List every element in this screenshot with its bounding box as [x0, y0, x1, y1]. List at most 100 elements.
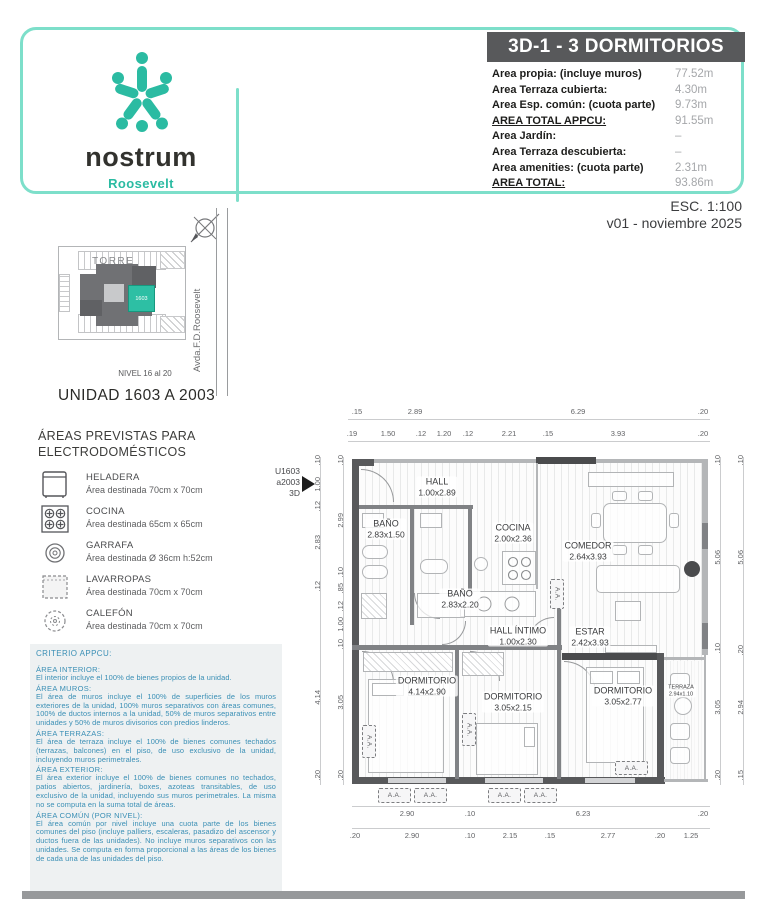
dim: .20: [349, 831, 361, 840]
area-label: Area Jardín:: [492, 130, 557, 143]
dim: .20: [654, 831, 666, 840]
room-name: DORMITORIO: [483, 691, 543, 702]
stove-burners-icon: [507, 556, 532, 581]
area-label-total: AREA TOTAL:: [492, 177, 566, 190]
wall-bedroom2-3-divider: [557, 591, 561, 779]
dim: .12: [313, 581, 322, 592]
ac-unit-box: A.A.: [462, 713, 476, 746]
appliance-desc: Área destinada Ø 36cm h:52cm: [86, 553, 213, 563]
appliance-item: HELADERA Área destinada 70cm x 70cm: [38, 470, 278, 500]
ac-unit-box: A.A.: [550, 579, 564, 609]
wall-hall-bottom: [359, 505, 473, 509]
street-line: [216, 208, 217, 396]
dim: 2.89: [407, 407, 423, 416]
area-label: Area Terraza cubierta:: [492, 83, 608, 96]
wall-right-column: [702, 523, 708, 549]
page-edge-strip: [22, 891, 745, 899]
window-sill: [485, 778, 543, 783]
room-name: COCINA: [495, 522, 531, 533]
brand-divider: [236, 88, 239, 202]
balcony-column: [684, 561, 700, 577]
criterio-heading: ÁREA TERRAZAS:: [36, 728, 105, 738]
terrace-table: [674, 697, 692, 715]
area-value: 2.31m: [675, 161, 707, 174]
shower: [361, 593, 387, 619]
room-name: ESTAR: [575, 626, 605, 637]
criterio-heading: ÁREA EXTERIOR:: [36, 765, 103, 775]
dim: 6.29: [570, 407, 586, 416]
room-name: HALL: [425, 476, 449, 487]
dim: .20: [697, 809, 709, 818]
dim-line: [720, 457, 721, 785]
criterio-heading: ÁREA INTERIOR:: [36, 665, 101, 674]
floor-plan: A.A. A.A. A.A. A.A. A.A. A.A. A.A. A.A. …: [300, 395, 767, 840]
appliances-heading: ÁREAS PREVISTAS PARA ELECTRODOMÉSTICOS: [38, 428, 278, 460]
furniture-dining-table: [603, 503, 667, 543]
room-name: BAÑO: [447, 588, 473, 599]
criterio-body: El interior incluye el 100% de bienes pr…: [36, 673, 232, 682]
furniture-chair: [612, 545, 627, 555]
site-core-center: [104, 284, 124, 302]
furniture-coffee-table: [615, 601, 641, 621]
dim: 1.50: [380, 429, 396, 438]
room-name: DORMITORIO: [397, 675, 457, 686]
dim: .10: [313, 455, 322, 466]
stove-icon: [41, 505, 69, 533]
criterio-title: CRITERIO APPCU:: [36, 649, 112, 658]
brand-name: nostrum: [85, 142, 197, 172]
dim-line: [352, 806, 710, 807]
washer-icon: [42, 575, 68, 599]
dim: .15: [544, 831, 556, 840]
appliance-name: HELADERA: [86, 472, 140, 483]
dim: .10: [713, 455, 722, 466]
room-dims: 2.42x3.93: [571, 637, 609, 647]
wall-living-bedroom3: [562, 653, 662, 660]
criterio-heading: ÁREA COMÚN (POR NIVEL):: [36, 810, 143, 820]
appliances-heading-line2: ELECTRODOMÉSTICOS: [38, 445, 187, 459]
appliance-item: COCINA Área destinada 65cm x 65cm: [38, 504, 278, 534]
gas-cylinder-icon: [45, 543, 65, 563]
dim: .10: [336, 455, 345, 466]
dim: 1.25: [683, 831, 699, 840]
fridge-icon: [42, 471, 67, 498]
criterio-body: El área de muros incluye el 100% de supe…: [36, 691, 276, 728]
dim: .20: [736, 645, 745, 656]
site-plan: TORRE 1603 Avda.F.D.Roosevelt NIVEL 16 a…: [40, 208, 280, 408]
brand-location: Roosevelt: [108, 176, 174, 191]
toilet: [362, 545, 388, 559]
dim: .20: [697, 429, 709, 438]
dim: 2.99: [336, 513, 345, 528]
criterio-appcu-box: CRITERIO APPCU: ÁREA INTERIOR: El interi…: [30, 644, 282, 896]
room-dims: 2.00x2.36: [494, 533, 532, 543]
dim: 2.21: [501, 429, 517, 438]
criterio-body: El área común por nivel incluye una cuot…: [36, 818, 276, 863]
pillow: [590, 671, 613, 684]
appliances-heading-line1: ÁREAS PREVISTAS PARA: [38, 429, 196, 443]
dim-line: [352, 828, 710, 829]
appliance-desc: Área destinada 70cm x 70cm: [86, 621, 203, 631]
site-core-unit: [80, 300, 102, 316]
appliance-desc: Área destinada 70cm x 70cm: [86, 485, 203, 495]
wall-terrace-bottom: [664, 779, 708, 782]
area-label: Area Esp. común: (cuota parte): [492, 99, 656, 112]
appliance-name: COCINA: [86, 506, 125, 517]
area-row: Area Esp. común: (cuota parte)9.73m: [492, 98, 742, 114]
bathroom-vanity: [420, 513, 442, 528]
room-name: BAÑO: [373, 518, 399, 529]
furniture-sofa: [596, 565, 680, 593]
areas-table: Area propia: (incluye muros)77.52m Area …: [492, 67, 742, 192]
dim: .10: [736, 455, 745, 466]
wall-bathroom-divider: [410, 505, 414, 625]
dim: .10: [336, 567, 345, 578]
dim: 4.14: [313, 690, 322, 705]
dim: .20: [713, 770, 722, 781]
area-row: AREA TOTAL:93.86m: [492, 176, 742, 192]
site-core-unit: [132, 266, 156, 288]
kitchen-stove: [502, 551, 536, 585]
